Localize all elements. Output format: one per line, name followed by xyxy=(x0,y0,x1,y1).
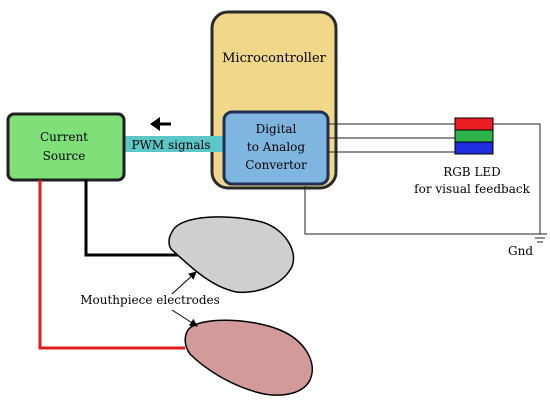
bottom-electrode xyxy=(184,319,313,396)
electrode-pointer-top xyxy=(171,271,197,295)
pwm-signal-band xyxy=(122,136,226,152)
rgb-led-icon xyxy=(454,117,494,155)
led-signal-wires xyxy=(304,123,541,235)
top-electrode xyxy=(168,216,295,294)
ground-label: Gnd xyxy=(508,244,533,258)
negative-wire xyxy=(84,180,178,257)
dac-label-line1: Digital xyxy=(256,122,297,136)
current-source-label-line1: Current xyxy=(40,130,88,144)
rgb-led-label-line2: for visual feedback xyxy=(414,182,530,196)
dac-box xyxy=(222,110,330,186)
pwm-label: PWM signals xyxy=(131,138,210,152)
dac-label-line3: Convertor xyxy=(245,158,307,172)
positive-wire xyxy=(38,180,185,350)
electrode-pointer-bottom xyxy=(171,309,198,327)
dac-label-line2: to Analog xyxy=(247,140,305,154)
rgb-led-label-line1: RGB LED xyxy=(443,165,501,179)
current-source-box xyxy=(6,112,126,182)
microcontroller-label: Microcontroller xyxy=(222,51,327,66)
current-source-label-line2: Source xyxy=(43,149,86,163)
electrodes-label: Mouthpiece electrodes xyxy=(80,293,220,307)
ground-symbol-icon xyxy=(533,233,547,243)
signal-direction-arrow-icon xyxy=(150,117,171,131)
